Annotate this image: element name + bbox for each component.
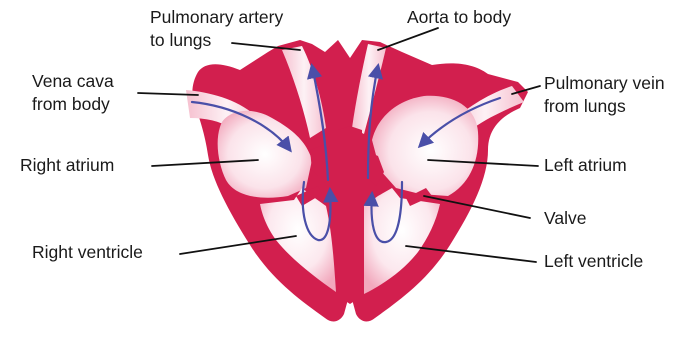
label-pulmonary-artery-line2: to lungs [150, 29, 283, 52]
label-pulmonary-vein: Pulmonary vein from lungs [544, 72, 665, 118]
septum [338, 126, 362, 304]
label-pulmonary-artery-line1: Pulmonary artery [150, 6, 283, 29]
label-left-atrium-line1: Left atrium [544, 154, 627, 177]
label-right-atrium-line1: Right atrium [20, 154, 114, 177]
label-vena-cava: Vena cava from body [32, 70, 114, 116]
label-right-atrium: Right atrium [20, 154, 114, 177]
label-left-ventricle: Left ventricle [544, 250, 643, 273]
label-valve-line1: Valve [544, 207, 586, 230]
label-left-atrium: Left atrium [544, 154, 627, 177]
label-aorta-line1: Aorta to body [407, 6, 511, 29]
label-pulmonary-artery: Pulmonary artery to lungs [150, 6, 283, 52]
label-vena-cava-line1: Vena cava [32, 70, 114, 93]
label-left-ventricle-line1: Left ventricle [544, 250, 643, 273]
label-pulmonary-vein-line2: from lungs [544, 95, 665, 118]
label-aorta: Aorta to body [407, 6, 511, 29]
leader-aorta [378, 28, 438, 50]
label-vena-cava-line2: from body [32, 93, 114, 116]
label-pulmonary-vein-line1: Pulmonary vein [544, 72, 665, 95]
label-right-ventricle: Right ventricle [32, 241, 143, 264]
label-right-ventricle-line1: Right ventricle [32, 241, 143, 264]
label-valve: Valve [544, 207, 586, 230]
